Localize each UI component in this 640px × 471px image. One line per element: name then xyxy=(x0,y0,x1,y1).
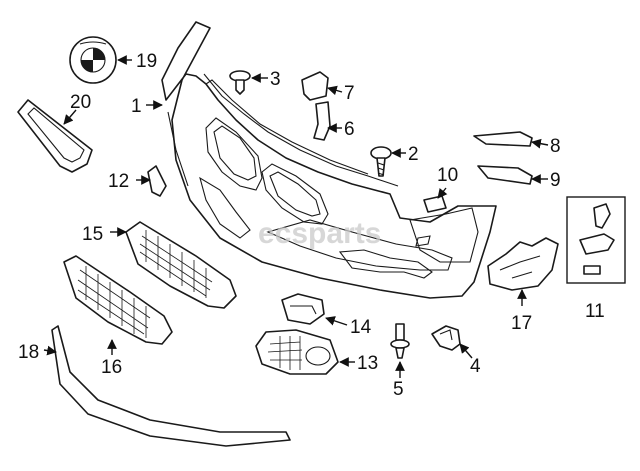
part-19-emblem xyxy=(69,36,117,84)
part-11-kit xyxy=(566,196,626,284)
callout-9: 9 xyxy=(550,170,561,191)
part-20-reflector-frame xyxy=(17,99,93,173)
part-14-bracket xyxy=(281,293,325,325)
part-17-air-duct xyxy=(487,237,559,291)
callout-19: 19 xyxy=(136,51,157,72)
part-7-bracket xyxy=(301,71,329,101)
callout-14: 14 xyxy=(350,317,372,338)
part-1-bumper-cover xyxy=(161,21,497,299)
callout-6: 6 xyxy=(344,119,355,140)
leader-lines xyxy=(43,55,549,378)
callout-2: 2 xyxy=(408,144,419,165)
callout-3: 3 xyxy=(270,69,281,90)
part-18-lip-strip xyxy=(51,325,291,447)
callout-11: 11 xyxy=(585,301,605,322)
part-9-trim-strip xyxy=(477,165,533,185)
part-4-bracket xyxy=(431,325,461,351)
part-15-upper-grille xyxy=(125,221,237,309)
callout-7: 7 xyxy=(344,83,355,104)
callout-20: 20 xyxy=(70,92,91,113)
callout-10: 10 xyxy=(437,165,458,186)
callout-16: 16 xyxy=(101,357,122,378)
part-2-screw xyxy=(370,146,392,177)
part-10-cap xyxy=(423,195,447,213)
callout-labels: 1 2 3 4 5 6 7 8 9 10 11 12 13 14 15 16 1… xyxy=(18,51,605,400)
callout-12: 12 xyxy=(108,171,129,192)
part-6-bracket xyxy=(313,101,331,141)
callout-8: 8 xyxy=(550,136,561,157)
callout-4: 4 xyxy=(470,356,481,377)
part-8-trim-strip xyxy=(473,131,533,147)
callout-13: 13 xyxy=(357,353,378,374)
callout-15: 15 xyxy=(82,224,103,245)
part-3-clip xyxy=(229,70,251,95)
part-16-lower-grille xyxy=(63,255,173,345)
part-5-rivet xyxy=(390,323,410,359)
callout-5: 5 xyxy=(393,379,404,400)
part-13-fog-grille xyxy=(255,329,339,375)
watermark: ecsparts xyxy=(258,217,381,250)
callout-1: 1 xyxy=(131,96,142,117)
callout-17: 17 xyxy=(511,313,532,334)
callout-18: 18 xyxy=(18,342,39,363)
part-12-bracket xyxy=(147,165,167,197)
